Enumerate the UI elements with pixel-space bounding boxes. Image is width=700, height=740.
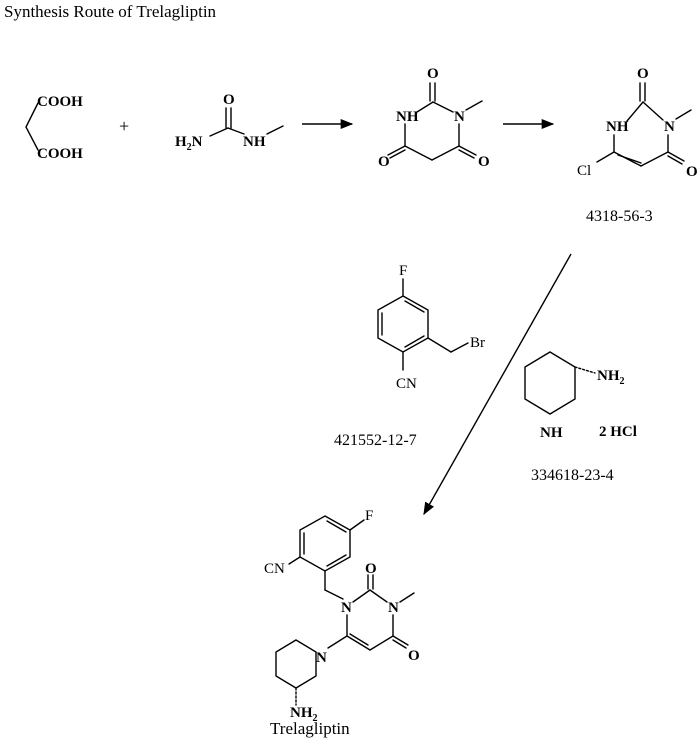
svg-text:O: O — [478, 154, 490, 170]
methylbarbituric-acid: O NH N O O — [378, 66, 490, 170]
svg-text:O: O — [686, 164, 698, 180]
svg-text:O: O — [365, 561, 377, 577]
hcl-salt: 2 HCl — [599, 424, 637, 440]
plus-sign: + — [119, 116, 129, 136]
svg-text:NH: NH — [606, 119, 629, 135]
atom-br: Br — [470, 335, 485, 351]
svg-text:N: N — [388, 600, 399, 616]
svg-text:F: F — [365, 508, 373, 524]
reaction-arrow-3 — [423, 253, 572, 516]
atom-n: N — [454, 109, 465, 125]
atom-nh: NH — [243, 134, 266, 150]
malonic-acid: COOH COOH — [25, 94, 83, 162]
atom-cooh-top: COOH — [37, 94, 83, 110]
diagram-title: Synthesis Route of Trelagliptin — [4, 2, 217, 21]
atom-h2n: H2N — [175, 134, 203, 153]
atom-cooh-bottom: COOH — [37, 146, 83, 162]
svg-text:O: O — [378, 154, 390, 170]
chloro-methyluracil: O NH N Cl O — [577, 66, 698, 180]
atom-nh: NH — [396, 109, 419, 125]
svg-text:CN: CN — [264, 561, 285, 577]
cas-benzyl-bromide: 421552-12-7 — [334, 432, 417, 449]
product-name: Trelagliptin — [270, 719, 350, 738]
svg-text:NH2: NH2 — [290, 705, 318, 724]
atom-cn: CN — [396, 376, 417, 392]
svg-text:N: N — [341, 600, 352, 616]
svg-text:N: N — [316, 650, 327, 666]
svg-text:O: O — [408, 648, 420, 664]
fluorobenzyl-bromide: F Br CN — [377, 263, 485, 392]
atom-o: O — [223, 92, 235, 108]
svg-text:O: O — [427, 66, 439, 82]
atom-f: F — [399, 263, 407, 279]
svg-text:N: N — [664, 119, 675, 135]
aminopiperidine: NH2 NH 2 HCl — [524, 351, 637, 441]
methylurea: O H2N NH — [175, 92, 284, 153]
atom-cl: Cl — [577, 163, 591, 179]
atom-nh2: NH2 — [597, 368, 625, 387]
svg-text:O: O — [637, 66, 649, 82]
cas-chloro-uracil: 4318-56-3 — [586, 208, 653, 225]
cas-aminopiperidine: 334618-23-4 — [531, 467, 614, 484]
atom-nh-ring: NH — [540, 425, 563, 441]
trelagliptin-structure: F CN N N O O N NH2 — [264, 508, 420, 724]
